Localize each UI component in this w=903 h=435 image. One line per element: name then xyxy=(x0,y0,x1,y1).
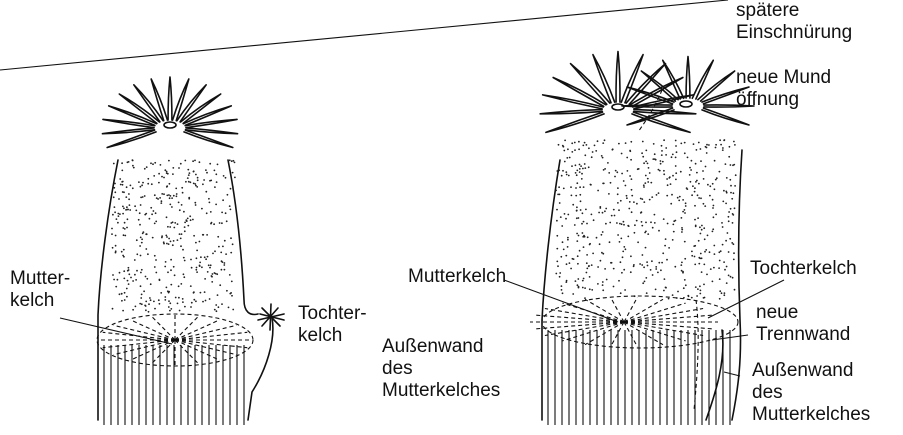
label-line: des xyxy=(752,382,870,404)
label-line: öffnung xyxy=(736,89,831,111)
label-left-tochterkelch: Tochter-kelch xyxy=(298,303,367,347)
label-line: Mutter- xyxy=(10,268,70,290)
left-polyp-stipple xyxy=(111,159,236,312)
left-skeleton-lines xyxy=(104,345,244,425)
right-new-mouth-opening xyxy=(680,101,692,107)
label-line: Tochter- xyxy=(298,303,367,325)
label-line: Einschnürung xyxy=(736,22,852,44)
right-skeleton-lines xyxy=(548,330,730,425)
label-line: Außenwand xyxy=(382,336,500,358)
right-mother-calice xyxy=(530,296,738,420)
right-polyp-stipple xyxy=(555,139,736,300)
left-polyp xyxy=(60,77,284,425)
left-tentacle-crown xyxy=(102,77,237,148)
label-line: des xyxy=(382,358,500,380)
label-line: neue xyxy=(756,302,850,324)
label-line: Trennwand xyxy=(756,324,850,346)
left-polyp-column xyxy=(98,160,258,420)
left-daughter-calice-star xyxy=(258,304,284,330)
right-polyp-column xyxy=(542,150,742,420)
label-right-tochterkelch: Tochterkelch xyxy=(750,258,857,280)
label-left-mutterkelch: Mutter-kelch xyxy=(10,268,70,312)
label-line: Mutterkelches xyxy=(752,404,870,426)
right-tentacle-crown xyxy=(540,52,754,133)
label-line: Tochterkelch xyxy=(750,258,857,280)
label-line: kelch xyxy=(10,290,70,312)
label-line: kelch xyxy=(298,325,367,347)
left-mouth-opening xyxy=(164,122,176,128)
label-line: neue Mund xyxy=(736,67,831,89)
right-aussenwand-pointer xyxy=(724,372,740,376)
left-bud-wall xyxy=(248,318,273,420)
right-mouth-opening xyxy=(612,104,624,110)
label-line: spätere xyxy=(736,0,852,22)
label-right-mutterkelch: Mutterkelch xyxy=(408,266,506,288)
label-line: Mutterkelch xyxy=(408,266,506,288)
label-line: Mutterkelches xyxy=(382,380,500,402)
label-line: Außenwand xyxy=(752,360,870,382)
